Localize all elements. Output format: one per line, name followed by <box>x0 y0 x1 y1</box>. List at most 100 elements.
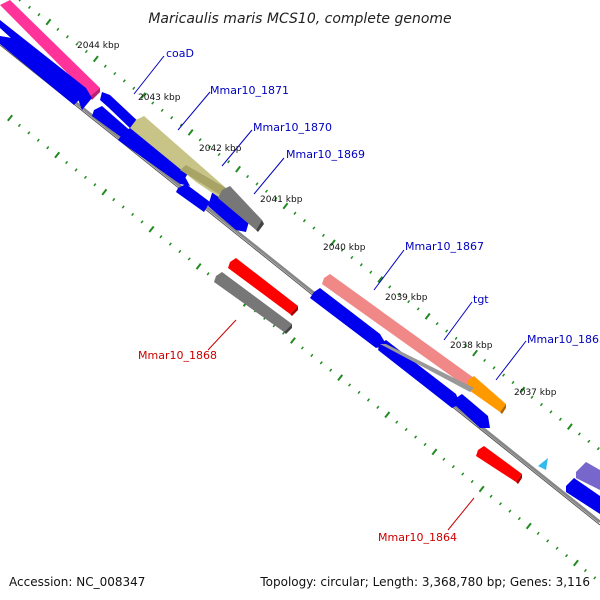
minor-tick <box>423 442 427 447</box>
reverse-gene-red[interactable] <box>228 258 298 314</box>
leader-line <box>207 319 237 351</box>
gene-label-mmar10-1867[interactable]: Mmar10_1867 <box>405 240 484 253</box>
gene-label-mmar10-1868[interactable]: Mmar10_1868 <box>138 349 217 362</box>
gene-block-purple[interactable] <box>576 462 600 490</box>
major-tick <box>7 114 13 122</box>
major-tick <box>290 337 296 344</box>
cds-arrow[interactable] <box>176 184 210 212</box>
minor-tick <box>366 398 370 402</box>
minor-tick <box>112 197 116 202</box>
gene-block-orange-shade <box>500 404 506 414</box>
minor-tick <box>321 233 325 238</box>
cds-arrow[interactable] <box>208 190 250 232</box>
minor-tick <box>132 86 136 90</box>
gene-label-mmar10-1864[interactable]: Mmar10_1864 <box>378 531 457 544</box>
minor-tick <box>435 322 439 326</box>
minor-tick <box>511 380 515 385</box>
minor-tick <box>121 205 125 209</box>
minor-tick <box>56 27 60 32</box>
minor-tick <box>131 212 135 217</box>
gene-label-mmar10-1869[interactable]: Mmar10_1869 <box>286 148 365 161</box>
gene-label-mmar10-1865[interactable]: Mmar10_1865 <box>527 333 600 346</box>
leader-line <box>177 91 211 131</box>
minor-tick <box>461 472 465 476</box>
minor-tick <box>340 248 344 252</box>
tick-label: 2038 kbp <box>450 341 493 351</box>
cds-arrow[interactable] <box>0 36 80 105</box>
cds-arrow[interactable] <box>310 288 386 348</box>
reverse-gene-red[interactable] <box>476 446 522 482</box>
backbone-shadow <box>0 44 600 526</box>
minor-tick <box>464 344 468 348</box>
major-tick <box>519 386 526 394</box>
minor-tick <box>198 138 202 142</box>
gene-block-olive-shade <box>180 165 226 196</box>
minor-tick <box>369 270 373 274</box>
minor-tick <box>499 502 502 506</box>
minor-tick <box>404 427 408 432</box>
tick-label: 2039 kbp <box>385 293 428 303</box>
minor-tick <box>577 432 581 436</box>
gene-block-salmon[interactable] <box>322 274 474 388</box>
cds-arrow[interactable] <box>566 478 600 514</box>
cds-arrow[interactable] <box>378 340 460 408</box>
minor-tick <box>84 49 88 54</box>
minor-tick <box>206 272 210 276</box>
minor-tick <box>18 0 21 2</box>
minor-tick <box>558 417 562 421</box>
minor-tick <box>36 138 40 142</box>
genome-summary-text: Topology: circular; Length: 3,368,780 bp… <box>259 575 590 589</box>
major-tick <box>377 276 384 283</box>
cds-arrow[interactable] <box>0 20 92 110</box>
cds-arrow[interactable] <box>118 128 190 186</box>
minor-tick <box>255 182 259 186</box>
gene-label-mmar10-1871[interactable]: Mmar10_1871 <box>210 84 289 97</box>
leader-line <box>447 497 475 531</box>
major-tick <box>92 55 99 63</box>
minor-tick <box>329 368 333 372</box>
minor-tick <box>27 131 31 135</box>
leader-line <box>443 301 473 341</box>
tick-label: 2043 kbp <box>138 93 181 103</box>
major-tick <box>525 522 532 530</box>
minor-tick <box>160 108 164 112</box>
gene-label-mmar10-1870[interactable]: Mmar10_1870 <box>253 121 332 134</box>
minor-tick <box>483 358 487 363</box>
leader-line <box>495 340 527 381</box>
minor-tick <box>312 226 316 230</box>
major-tick <box>140 92 147 100</box>
gene-block-grey-shade <box>256 220 264 232</box>
accession-text: Accession: NC_008347 <box>9 575 145 589</box>
tick-label: 2042 kbp <box>199 144 242 154</box>
minor-tick <box>293 211 297 215</box>
backbone <box>0 40 600 524</box>
tick-label: 2044 kbp <box>77 41 120 51</box>
minor-tick <box>103 64 107 68</box>
minor-tick <box>596 447 600 451</box>
minor-tick <box>530 395 534 399</box>
reverse-gene-red-shade <box>516 474 522 484</box>
minor-tick <box>416 307 420 311</box>
minor-tick <box>37 13 41 17</box>
minor-tick <box>187 257 191 261</box>
minor-tick <box>122 79 126 83</box>
minor-tick <box>282 331 286 335</box>
gene-block-pink[interactable] <box>0 0 100 96</box>
major-tick <box>384 411 391 419</box>
minor-tick <box>539 402 543 407</box>
minor-tick <box>151 101 155 105</box>
cds-arrow[interactable] <box>454 394 490 428</box>
gene-block-grey[interactable] <box>218 186 262 230</box>
gene-label-coaD[interactable]: coaD <box>166 47 194 60</box>
minor-tick <box>376 405 380 409</box>
minor-tick <box>536 531 540 536</box>
major-tick <box>329 239 336 247</box>
minor-tick <box>388 285 392 289</box>
reverse-gene-grey[interactable] <box>214 272 292 332</box>
minor-tick <box>227 160 231 164</box>
gene-block-orange[interactable] <box>466 376 506 412</box>
minor-tick <box>75 42 79 46</box>
gene-label-tgt[interactable]: tgt <box>473 293 489 306</box>
minor-tick <box>359 263 363 267</box>
